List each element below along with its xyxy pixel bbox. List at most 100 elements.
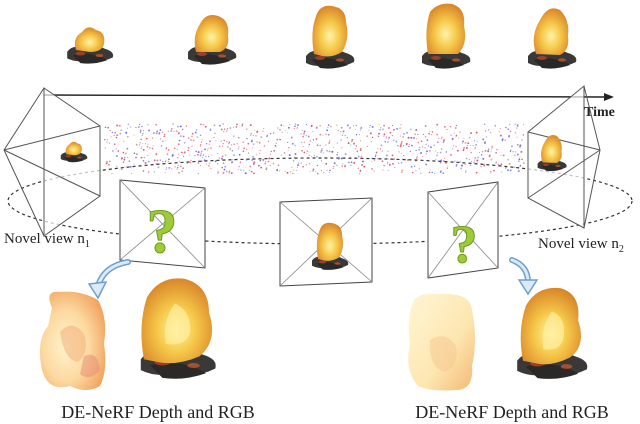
- event-dot: [211, 154, 213, 156]
- event-dot: [342, 163, 344, 165]
- event-dot: [353, 142, 356, 145]
- event-dot: [118, 124, 121, 127]
- event-dot: [113, 134, 115, 137]
- event-dot: [203, 159, 206, 162]
- event-dot: [341, 147, 343, 149]
- event-dot: [401, 140, 403, 143]
- event-dot: [291, 166, 293, 168]
- event-dot: [517, 170, 520, 173]
- event-dot: [446, 167, 448, 169]
- event-dot: [195, 150, 197, 153]
- event-dot: [327, 124, 330, 126]
- event-dot: [245, 158, 248, 161]
- event-dot: [167, 161, 169, 163]
- event-dot: [493, 169, 495, 172]
- event-dot: [371, 125, 374, 128]
- event-dot: [296, 126, 299, 129]
- event-dot: [459, 131, 461, 134]
- event-dot: [332, 146, 335, 148]
- event-dot: [388, 158, 390, 160]
- event-dot: [375, 154, 377, 156]
- event-dot: [388, 136, 390, 139]
- event-dot: [310, 125, 313, 127]
- event-dot: [228, 170, 231, 173]
- event-dot: [517, 153, 519, 156]
- event-dot: [391, 134, 394, 137]
- event-dot: [232, 126, 234, 128]
- event-dot: [199, 145, 201, 147]
- event-dot: [182, 155, 185, 158]
- event-dot: [217, 172, 219, 174]
- event-dot: [266, 134, 269, 137]
- event-dot: [229, 127, 232, 129]
- event-dot: [397, 145, 399, 147]
- event-dot: [342, 130, 345, 133]
- event-dot: [389, 131, 392, 134]
- event-dot: [463, 146, 466, 149]
- event-dot: [305, 164, 307, 166]
- event-dot: [199, 134, 202, 137]
- event-dot: [328, 150, 331, 153]
- event-dot: [227, 146, 229, 148]
- event-dot: [238, 146, 240, 148]
- event-dot: [442, 172, 444, 174]
- event-dot: [192, 161, 194, 163]
- event-dot: [238, 153, 241, 156]
- event-dot: [226, 128, 229, 130]
- event-dot: [226, 131, 228, 133]
- event-dot: [155, 132, 158, 135]
- event-dot: [199, 164, 202, 167]
- event-dot: [142, 159, 145, 162]
- event-dot: [333, 166, 335, 168]
- event-dot: [272, 131, 275, 134]
- event-dot: [115, 155, 118, 158]
- event-dot: [182, 135, 185, 138]
- event-dot: [153, 160, 156, 162]
- event-dot: [253, 161, 256, 164]
- event-dot: [105, 162, 108, 165]
- event-dot: [144, 143, 146, 145]
- event-dot: [393, 139, 395, 142]
- event-dot: [417, 141, 420, 144]
- event-dot: [223, 139, 225, 142]
- depth-map-right: [408, 293, 475, 391]
- event-dot: [502, 154, 505, 157]
- event-dot: [165, 167, 168, 169]
- event-dot: [276, 169, 279, 172]
- event-dot: [519, 144, 522, 147]
- event-dot: [260, 166, 263, 169]
- event-dot: [202, 157, 204, 159]
- event-dot: [164, 160, 167, 163]
- rgb-render-right: [517, 287, 588, 379]
- event-dot: [358, 173, 361, 175]
- event-dot: [171, 168, 173, 170]
- event-dot: [513, 166, 516, 169]
- event-dot: [296, 166, 298, 168]
- event-dot: [226, 129, 228, 131]
- event-dot: [179, 125, 182, 128]
- event-dot: [272, 132, 274, 134]
- event-dot: [455, 165, 458, 167]
- event-dot: [190, 139, 192, 141]
- event-dot: [269, 164, 271, 167]
- event-dot: [143, 156, 146, 159]
- event-dot: [123, 140, 125, 143]
- event-dot: [433, 144, 436, 147]
- event-dot: [327, 126, 329, 129]
- event-dot: [370, 141, 372, 143]
- event-dot: [509, 130, 512, 133]
- event-dot: [316, 164, 318, 167]
- event-dot: [277, 164, 280, 167]
- event-dot: [320, 170, 323, 172]
- event-dot: [265, 167, 268, 170]
- event-dot: [473, 140, 475, 142]
- event-dot: [149, 147, 151, 149]
- event-dot: [406, 131, 409, 134]
- fire-snapshot-1: [67, 27, 114, 64]
- event-dot: [161, 140, 164, 143]
- event-dot: [248, 169, 250, 171]
- event-dot: [176, 168, 178, 170]
- event-dot: [124, 166, 126, 168]
- event-dot: [142, 143, 144, 145]
- event-dot: [128, 160, 131, 162]
